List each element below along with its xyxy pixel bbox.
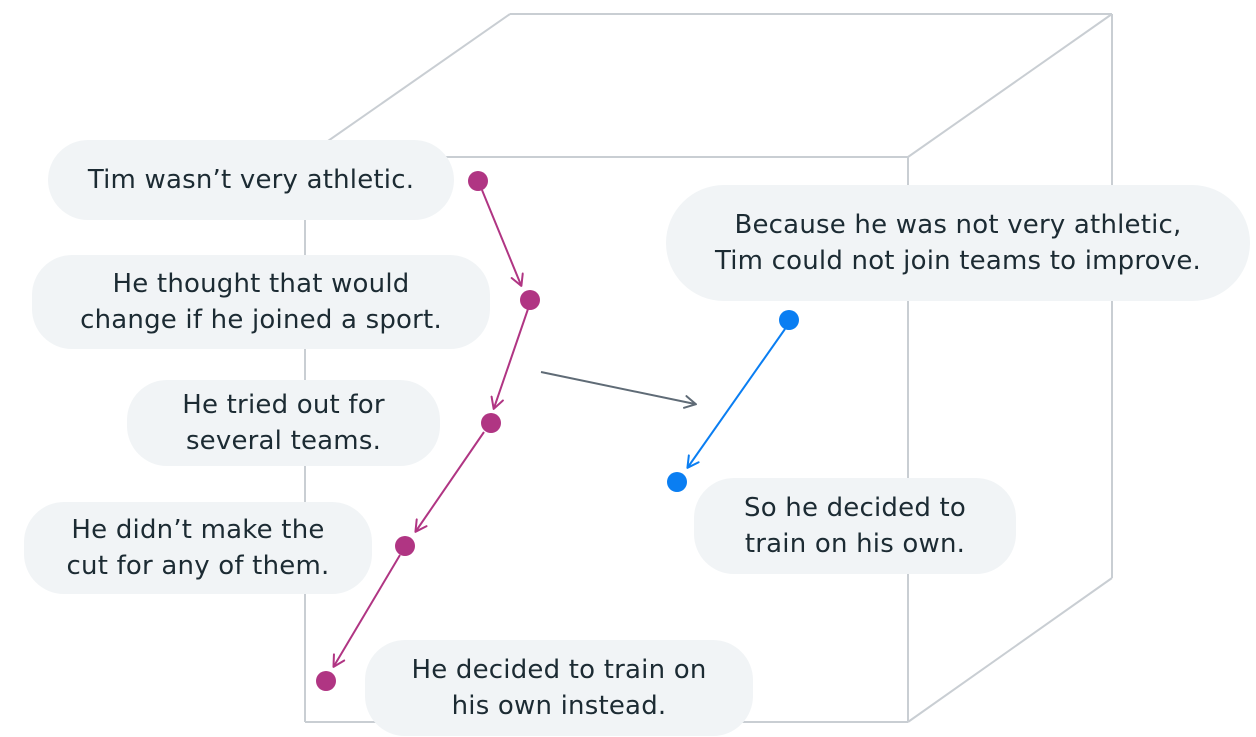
- bubble-text: cut for any of them.: [66, 551, 330, 581]
- story-bubble-s3: He tried out for several teams.: [127, 380, 440, 466]
- cube-edge: [907, 577, 1113, 723]
- cube-wireframe: [304, 13, 1113, 723]
- story-bubble-s4: He didn’t make the cut for any of them.: [24, 502, 372, 594]
- node-s1: [468, 171, 488, 191]
- node-s4: [395, 536, 415, 556]
- bubble-text: Tim wasn’t very athletic.: [87, 165, 415, 195]
- arrow-a1-a2: [686, 328, 786, 469]
- alt-story-bubble-a1: Because he was not very athletic, Tim co…: [666, 185, 1250, 301]
- story-bubble-s2: He thought that would change if he joine…: [32, 255, 490, 349]
- node-s3: [481, 413, 501, 433]
- bubble-text: So he decided to: [743, 493, 966, 523]
- story-bubble-s5: He decided to train on his own instead.: [365, 640, 753, 736]
- node-a2: [667, 472, 687, 492]
- bubble-text: He thought that would: [112, 269, 410, 299]
- story-bubble-s1: Tim wasn’t very athletic.: [48, 140, 454, 220]
- bubble-text: Because he was not very athletic,: [734, 210, 1182, 240]
- node-a1: [779, 310, 799, 330]
- arrow-s4-s5: [332, 554, 401, 668]
- node-s5: [316, 671, 336, 691]
- bubble-text: several teams.: [185, 426, 382, 456]
- bubble-text: train on his own.: [744, 529, 966, 559]
- alternate-story-path: [667, 310, 799, 492]
- transfer-arrow: [540, 371, 697, 409]
- arrow-s2-s3: [490, 308, 529, 410]
- original-story-path: [316, 171, 540, 691]
- bubble-text: Tim could not join teams to improve.: [714, 246, 1202, 276]
- bubble-text: He tried out for: [182, 390, 385, 420]
- arrow-s1-s2: [481, 189, 524, 287]
- alt-story-bubble-a2: So he decided to train on his own.: [694, 478, 1016, 574]
- arrow-s3-s4: [414, 431, 485, 533]
- bubble-text: He didn’t make the: [71, 515, 325, 545]
- bubble-text: his own instead.: [451, 691, 667, 721]
- bubble-text: He decided to train on: [411, 655, 707, 685]
- node-s2: [520, 290, 540, 310]
- cube-edge: [304, 13, 511, 158]
- cube-edge: [907, 13, 1113, 158]
- bubble-text: change if he joined a sport.: [80, 305, 442, 335]
